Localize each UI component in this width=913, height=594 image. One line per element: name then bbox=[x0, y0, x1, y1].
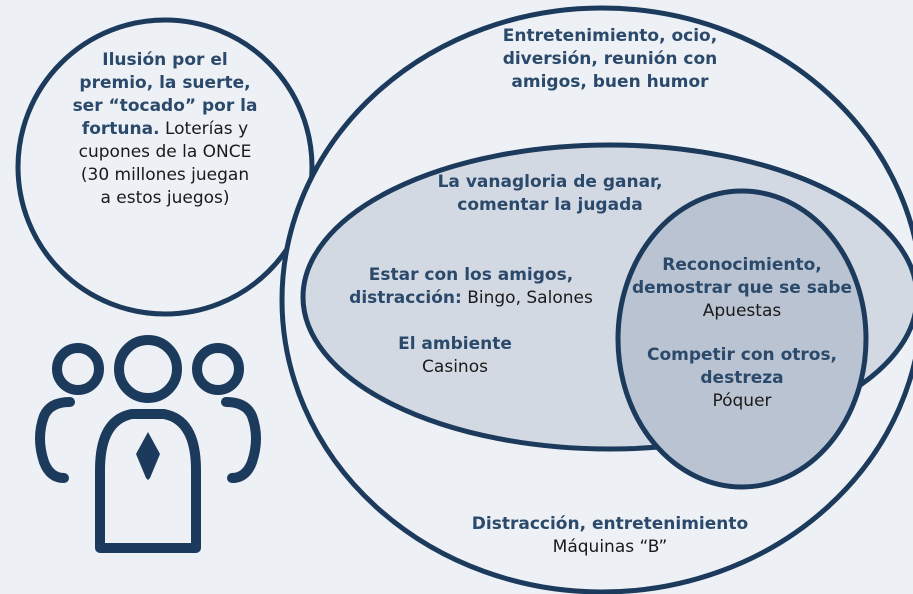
lottery-mixed-line: fortuna. Loterías y bbox=[52, 118, 278, 141]
lottery-bold-line-2: premio, la suerte, bbox=[79, 73, 251, 93]
lottery-bold-line-3: ser “tocado” por la bbox=[72, 96, 258, 116]
lottery-text: Ilusión por el premio, la suerte, ser “t… bbox=[52, 49, 278, 210]
middle-title-line-2: comentar la jugada bbox=[457, 195, 643, 215]
inner-ellipse bbox=[615, 188, 869, 490]
ambience-item: Casinos bbox=[422, 357, 488, 377]
lottery-normal-tail: Loterías y bbox=[159, 119, 249, 139]
lottery-circle bbox=[15, 17, 315, 317]
friends-label: distracción: bbox=[349, 288, 462, 308]
compete-line-2: destreza bbox=[700, 368, 784, 388]
compete-line-1: Competir con otros, bbox=[646, 345, 838, 365]
outer-top-line-3: amigos, buen humor bbox=[511, 72, 709, 92]
ambience-title: El ambiente bbox=[398, 334, 512, 354]
people-group-icon bbox=[35, 335, 261, 553]
compete-text: Competir con otros, destreza Póquer bbox=[622, 344, 862, 413]
outer-bottom-item: Máquinas “B” bbox=[552, 537, 668, 557]
ambience-text: El ambiente Casinos bbox=[360, 333, 550, 379]
outer-top-text: Entretenimiento, ocio, diversión, reunió… bbox=[470, 25, 750, 94]
lottery-line-6: (30 millones juegan bbox=[80, 165, 250, 185]
outer-bottom-text: Distracción, entretenimiento Máquinas “B… bbox=[460, 513, 760, 559]
lottery-line-7: a estos juegos) bbox=[100, 188, 230, 208]
friends-items: Bingo, Salones bbox=[461, 288, 593, 308]
recognition-line-1: Reconocimiento, bbox=[662, 255, 822, 275]
friends-title: Estar con los amigos, bbox=[368, 265, 574, 285]
outer-top-line-1: Entretenimiento, ocio, bbox=[502, 26, 718, 46]
lottery-line-5: cupones de la ONCE bbox=[78, 142, 252, 162]
friends-line: distracción: Bingo, Salones bbox=[332, 287, 610, 310]
friends-text: Estar con los amigos, distracción: Bingo… bbox=[332, 264, 610, 310]
recognition-item: Apuestas bbox=[702, 301, 782, 321]
middle-title: La vanagloria de ganar, comentar la juga… bbox=[420, 171, 680, 217]
middle-title-line-1: La vanagloria de ganar, bbox=[437, 172, 663, 192]
outer-bottom-title: Distracción, entretenimiento bbox=[471, 514, 749, 534]
tie-icon bbox=[136, 432, 160, 480]
recognition-text: Reconocimiento, demostrar que se sabe Ap… bbox=[612, 254, 872, 323]
recognition-line-2: demostrar que se sabe bbox=[631, 278, 853, 298]
lottery-bold-line-1: Ilusión por el bbox=[102, 50, 228, 70]
compete-item: Póquer bbox=[712, 391, 772, 411]
outer-top-line-2: diversión, reunión con bbox=[502, 49, 718, 69]
lottery-bold-tail: fortuna. bbox=[81, 119, 160, 139]
